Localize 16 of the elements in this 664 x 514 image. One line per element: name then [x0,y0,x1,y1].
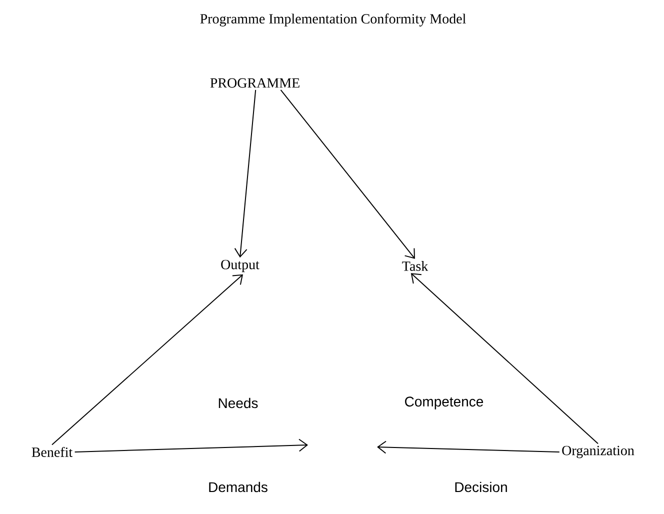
arrow [377,440,560,454]
text-label: Decision [455,482,507,492]
node-label: Organization [562,446,634,458]
text-label: Demands [209,482,268,492]
node-label: Output [221,260,260,272]
text-label: Competence [405,396,484,410]
node-label: PROGRAMME [210,78,300,88]
text-label: Needs [218,398,258,408]
arrow [280,89,415,259]
arrow [74,438,308,452]
node-label: Benefit [32,446,73,457]
arrow [234,89,256,258]
title: Programme Implementation Conformity Model [200,14,466,26]
arrow [52,274,244,446]
node-label: Task [402,261,428,271]
arrow [410,273,598,444]
